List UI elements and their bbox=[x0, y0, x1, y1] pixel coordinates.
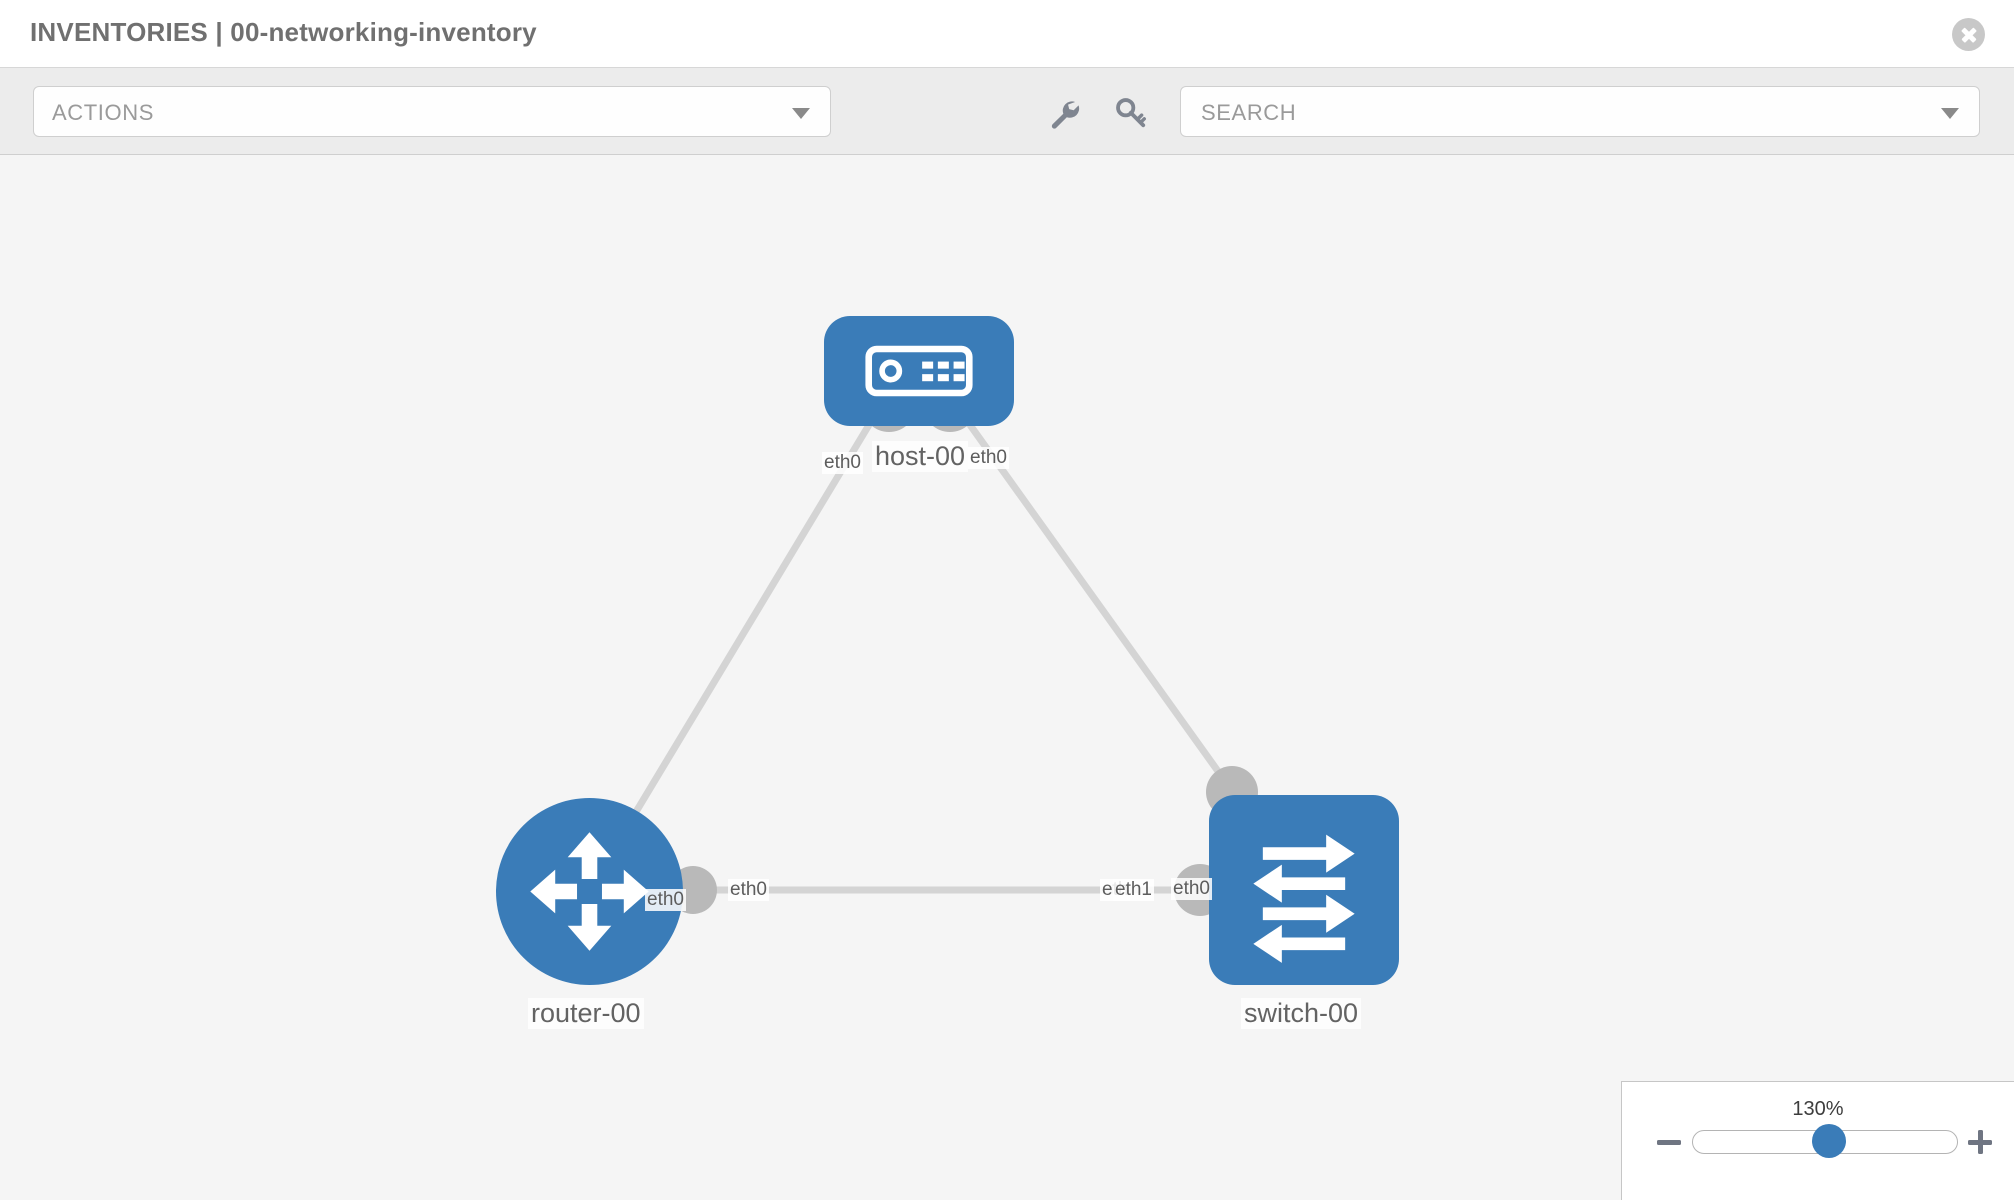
key-icon[interactable] bbox=[1114, 96, 1148, 130]
edge-label-host-left: eth0 bbox=[822, 452, 863, 474]
topology-graph bbox=[607, 378, 1258, 916]
node-host-00-label: host-00 bbox=[872, 441, 969, 473]
edge-label-host-right: eth0 bbox=[968, 447, 1009, 469]
close-icon[interactable] bbox=[1952, 18, 1985, 51]
node-switch-00-label: switch-00 bbox=[1241, 998, 1362, 1030]
zoom-out-button[interactable] bbox=[1655, 1128, 1683, 1156]
chevron-down-icon[interactable] bbox=[1941, 108, 1959, 119]
page-header: INVENTORIES | 00-networking-inventory bbox=[0, 0, 2014, 68]
zoom-in-button[interactable] bbox=[1966, 1128, 1994, 1156]
edge-label-router-right: eth0 bbox=[728, 879, 769, 901]
actions-dropdown-label: ACTIONS bbox=[52, 100, 154, 125]
router-arrows-icon bbox=[530, 832, 649, 951]
edge-label-switch-upper: eth0 bbox=[1171, 878, 1212, 900]
search-input[interactable] bbox=[1199, 98, 1903, 128]
chevron-down-icon bbox=[792, 108, 810, 119]
plus-icon-vertical bbox=[1977, 1130, 1983, 1154]
search-field[interactable] bbox=[1180, 86, 1980, 137]
edge-label-switch-left: eth1 bbox=[1113, 879, 1154, 901]
server-device-icon bbox=[865, 345, 973, 397]
wrench-icon[interactable] bbox=[1046, 96, 1080, 130]
zoom-level-label: 130% bbox=[1792, 1098, 1844, 1120]
node-host-00-shape[interactable] bbox=[824, 316, 1014, 426]
zoom-slider-thumb[interactable] bbox=[1812, 1124, 1846, 1158]
edge-label-router-upper: eth0 bbox=[645, 889, 686, 911]
node-router-00-label: router-00 bbox=[528, 998, 644, 1030]
page-title: INVENTORIES | 00-networking-inventory bbox=[30, 17, 537, 47]
toolbar: ACTIONS bbox=[0, 68, 2014, 155]
zoom-control-panel: 130% bbox=[1621, 1081, 2014, 1200]
topology-canvas[interactable]: host-00 router-00 bbox=[0, 155, 2014, 1200]
node-switch-00-shape[interactable] bbox=[1209, 795, 1399, 985]
switch-arrows-icon bbox=[1253, 834, 1355, 963]
minus-icon bbox=[1657, 1139, 1681, 1145]
actions-dropdown[interactable]: ACTIONS bbox=[33, 86, 831, 137]
